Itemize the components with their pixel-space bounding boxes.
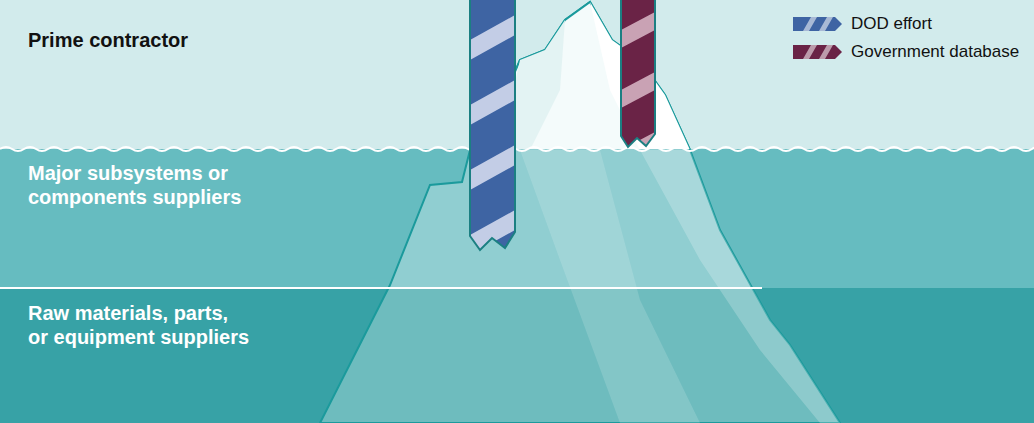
tier-label: Raw materials, parts, or equipment suppl… (28, 301, 251, 349)
tier-label: Prime contractor (28, 28, 251, 52)
legend-swatch (793, 16, 843, 32)
tier-label: Major subsystems or components suppliers (28, 161, 251, 209)
legend-label: DOD effort (851, 14, 932, 34)
legend-label: Government database (851, 42, 1019, 62)
legend-entry: DOD effort (793, 14, 932, 34)
database-drill (617, 0, 659, 168)
legend-entry: Government database (793, 42, 1019, 62)
waterline (0, 147, 1034, 151)
sky-band (0, 0, 1034, 149)
dod-drill (466, 0, 518, 255)
supplier-tier-band: Raw materials, parts, or equipment suppl… (0, 288, 1034, 423)
legend-swatch (793, 44, 843, 60)
supplier-tier-band: Major subsystems or components suppliers (0, 149, 1034, 288)
